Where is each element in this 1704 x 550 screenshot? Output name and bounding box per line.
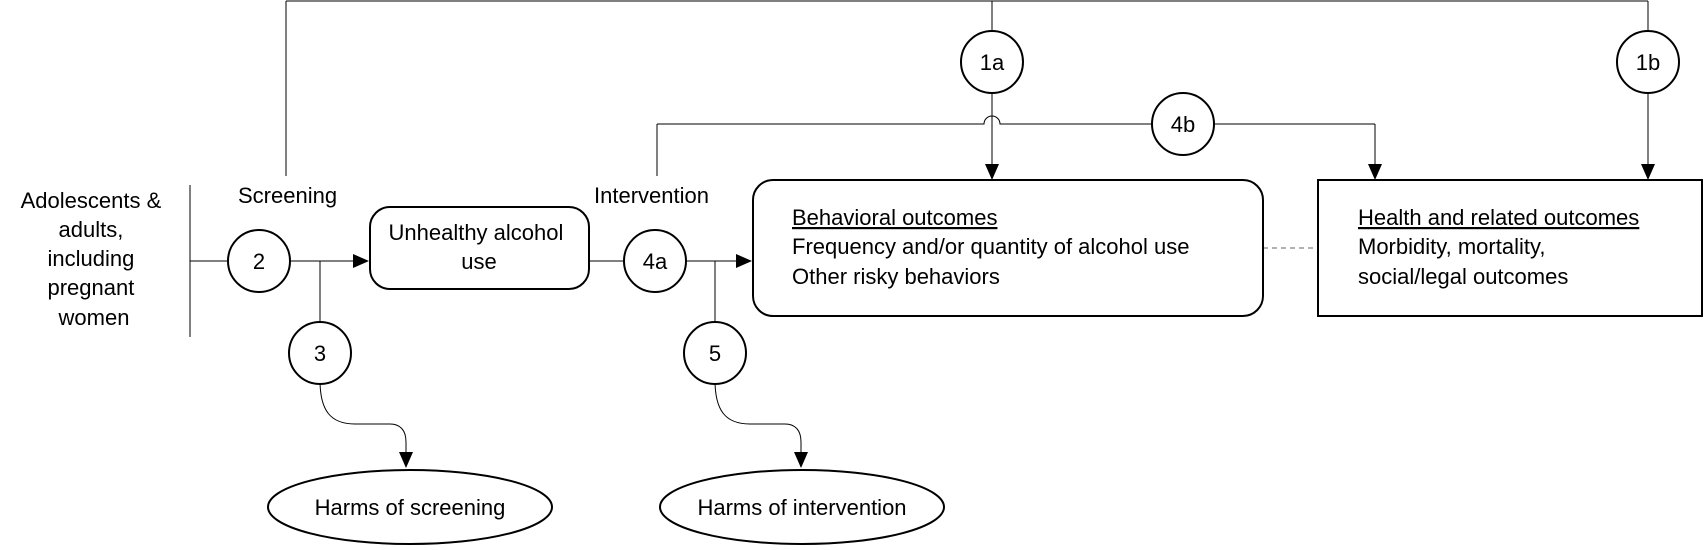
curve-kq5-to-harms-intervention bbox=[714, 379, 802, 452]
arrow-to-harms-screening bbox=[399, 452, 413, 468]
curve-kq3-to-harms-screening bbox=[319, 379, 407, 452]
intervention-label: Intervention bbox=[594, 183, 709, 208]
harms-of-screening-label: Harms of screening bbox=[315, 495, 506, 520]
connectors bbox=[189, 0, 1655, 468]
kq4b-line-left bbox=[657, 115, 1152, 125]
behavioral-outcomes-details: Frequency and/or quantity of alcohol use… bbox=[792, 234, 1196, 289]
arrow-kq1b-to-health bbox=[1641, 164, 1655, 180]
kq-circle-5: 5 bbox=[683, 321, 747, 385]
health-outcomes-heading: Health and related outcomes bbox=[1358, 205, 1639, 230]
svg-text:1a: 1a bbox=[980, 50, 1005, 75]
health-outcomes-box bbox=[1317, 179, 1703, 317]
svg-text:5: 5 bbox=[709, 341, 721, 366]
kq-circle-4a: 4a bbox=[623, 229, 687, 293]
svg-text:3: 3 bbox=[314, 341, 326, 366]
kq-circle-2: 2 bbox=[227, 229, 291, 293]
svg-text:1b: 1b bbox=[1636, 50, 1660, 75]
kq-circle-1a: 1a bbox=[960, 30, 1024, 94]
arrow-to-behavioral bbox=[736, 254, 752, 268]
arrow-kq1a-to-behavioral bbox=[985, 164, 999, 180]
svg-text:4a: 4a bbox=[643, 249, 668, 274]
behavioral-outcomes-heading: Behavioral outcomes bbox=[792, 205, 997, 230]
population-label: Adolescents & adults, including pregnant… bbox=[21, 188, 168, 330]
harms-of-intervention-label: Harms of intervention bbox=[697, 495, 906, 520]
kq-circle-1b: 1b bbox=[1616, 30, 1680, 94]
svg-text:4b: 4b bbox=[1171, 112, 1195, 137]
health-outcomes-details: Morbidity, mortality, social/legal outco… bbox=[1358, 234, 1568, 289]
kq-circle-3: 3 bbox=[288, 321, 352, 385]
screening-label: Screening bbox=[238, 183, 337, 208]
harms-of-screening-ellipse bbox=[267, 469, 553, 545]
svg-text:2: 2 bbox=[253, 249, 265, 274]
arrow-to-unhealthy bbox=[353, 254, 369, 268]
arrow-to-harms-intervention bbox=[794, 452, 808, 468]
kq-circle-4b: 4b bbox=[1151, 92, 1215, 156]
unhealthy-alcohol-use-box bbox=[369, 206, 590, 290]
behavioral-outcomes-box bbox=[752, 179, 1264, 317]
harms-of-intervention-ellipse bbox=[659, 469, 945, 545]
unhealthy-alcohol-use-label: Unhealthy alcohol use bbox=[388, 220, 569, 274]
arrow-kq4b-to-health bbox=[1368, 164, 1382, 180]
